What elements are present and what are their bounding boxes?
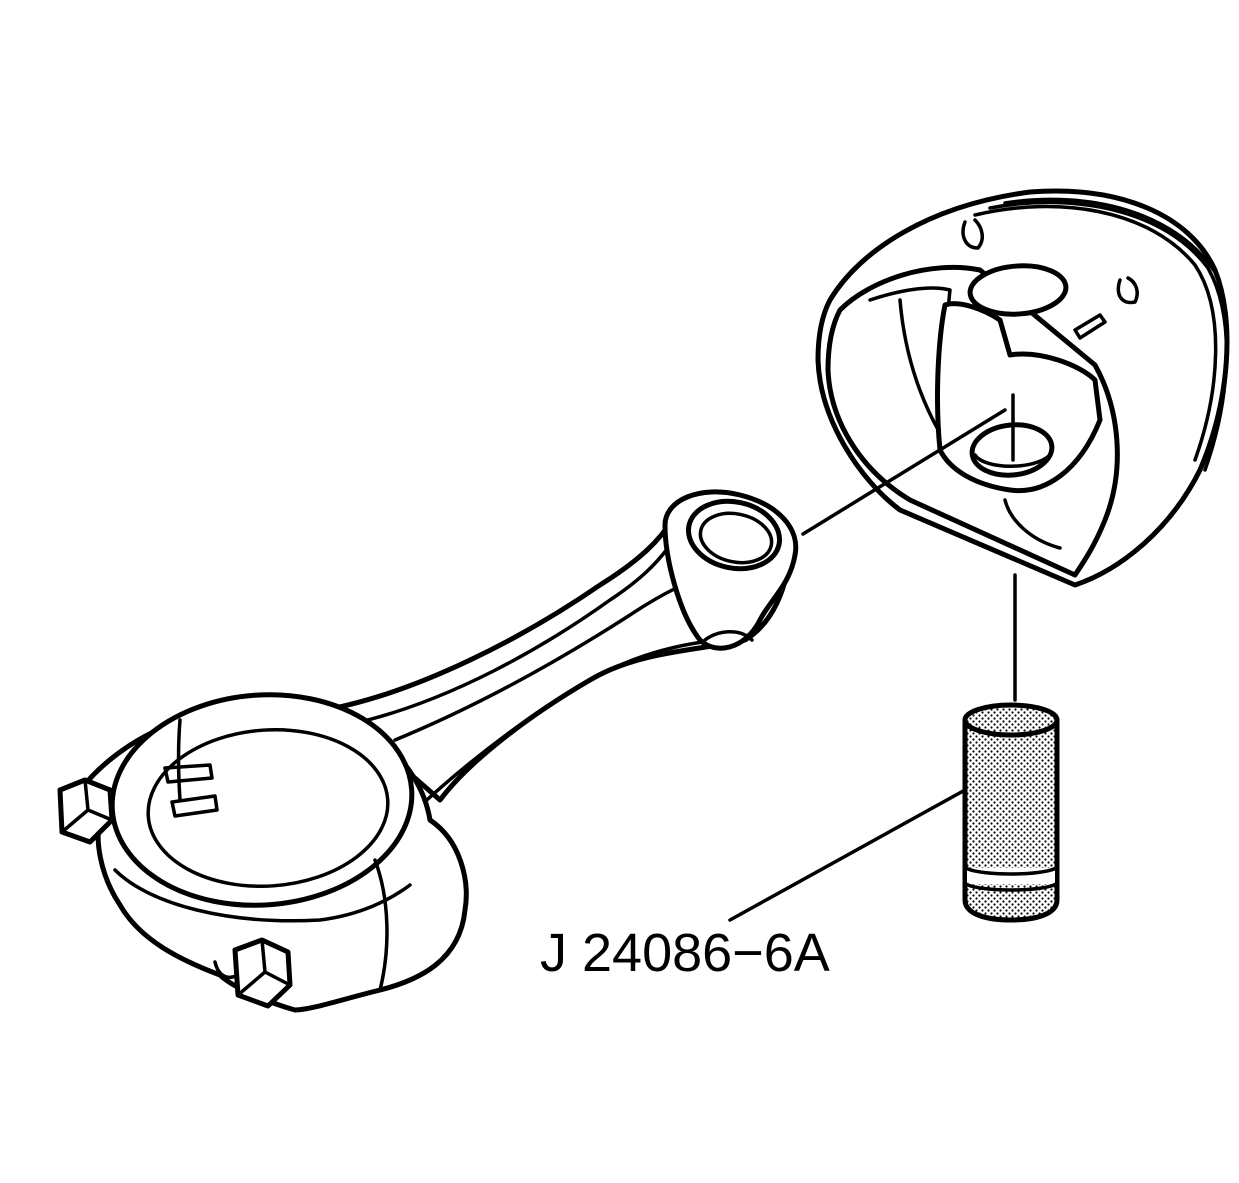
piston-ring-groove-1 bbox=[973, 204, 1218, 462]
cap-edge-side bbox=[373, 858, 389, 992]
pin-axis-line-rod-to-piston bbox=[801, 408, 1007, 536]
connecting-rod-small-end-bore-inner bbox=[698, 511, 774, 565]
piston-front-mark bbox=[1073, 313, 1107, 340]
piston-pin-tool-band-edge bbox=[964, 866, 1058, 876]
alignment-lines bbox=[801, 393, 1017, 702]
rod-nut-lower bbox=[213, 937, 293, 1009]
bearing-tang-upper bbox=[163, 763, 214, 784]
connecting-rod-oil-hole bbox=[703, 630, 754, 642]
connecting-rod-beam-rib-lower bbox=[416, 638, 732, 810]
piston-lower-skirt-edge bbox=[1003, 498, 1062, 550]
piston-ring-groove-3 bbox=[1003, 197, 1217, 274]
piston bbox=[815, 188, 1230, 588]
piston-pin-tool-top bbox=[962, 702, 1060, 738]
piston-pin-tool-band bbox=[967, 868, 1055, 884]
piston-valve-relief-right bbox=[1116, 276, 1139, 305]
connecting-rod bbox=[57, 489, 799, 1013]
callout-leader-line bbox=[728, 788, 967, 922]
piston-pin-tool bbox=[962, 702, 1060, 923]
piston-pin-bore-edge bbox=[973, 453, 1052, 468]
piston-top-pin-hole bbox=[967, 263, 1069, 317]
rod-nut-upper bbox=[57, 777, 115, 845]
piston-ring-groove-2 bbox=[988, 200, 1229, 472]
piston-pin-tool-band-edge-lower bbox=[964, 882, 1058, 892]
big-end-parting-line bbox=[176, 718, 182, 802]
cap-edge-lower bbox=[113, 868, 412, 923]
bearing-tang-lower bbox=[170, 794, 219, 818]
connecting-rod-big-end-bore-inner bbox=[146, 727, 390, 889]
connecting-rod-beam-rib-upper bbox=[358, 546, 670, 724]
piston-valve-relief-left bbox=[961, 218, 984, 250]
callout-label: J 24086−6A bbox=[540, 923, 830, 983]
